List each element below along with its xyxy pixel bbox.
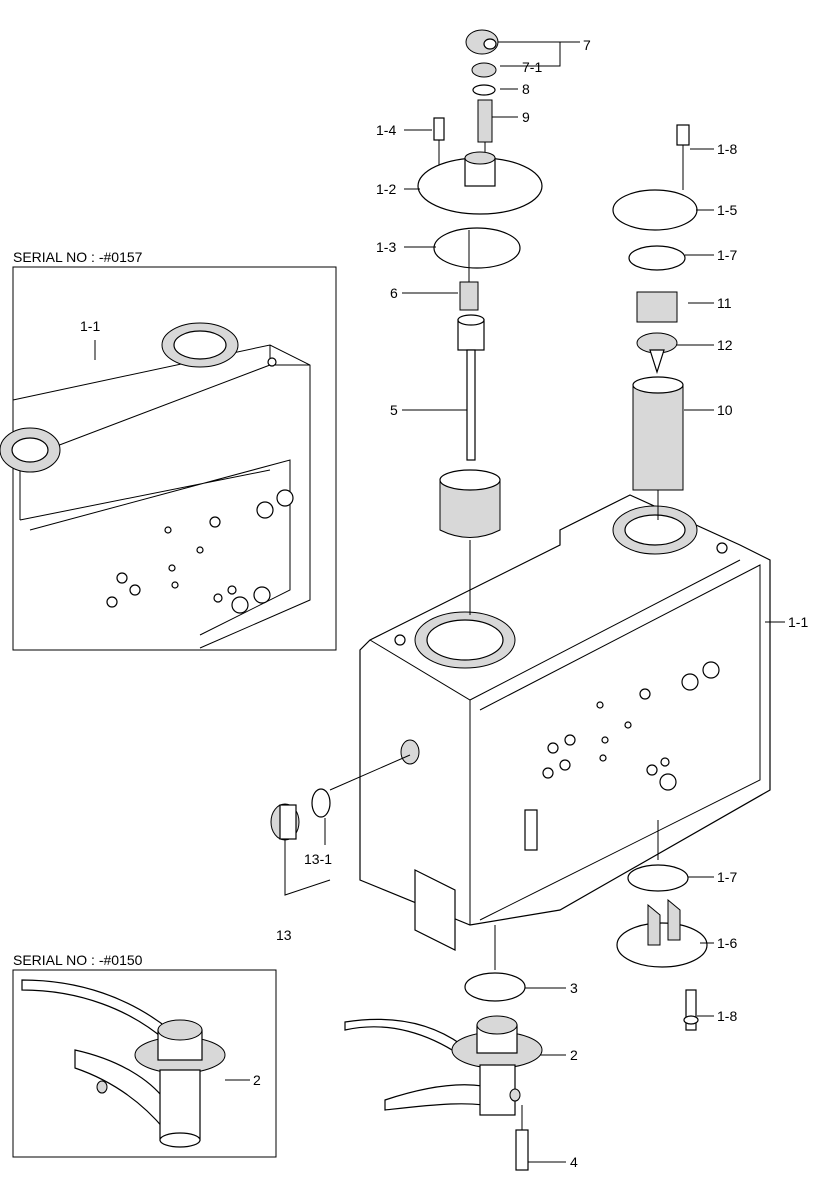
inset-serial-0150: SERIAL NO : -#0150 2 (12, 952, 277, 1158)
label-9: 9 (522, 109, 530, 125)
label-13: 13 (276, 927, 292, 943)
bottom-parts (270, 788, 543, 1171)
label-2: 2 (570, 1047, 578, 1063)
label-12: 12 (717, 337, 733, 353)
left-parts (417, 29, 543, 615)
label-5: 5 (390, 402, 398, 418)
label-1-8-bottom: 1-8 (717, 1008, 737, 1024)
inset-part-label: 2 (253, 1072, 261, 1088)
label-13-1: 13-1 (304, 851, 332, 867)
label-11: 11 (717, 295, 732, 311)
label-1-3: 1-3 (376, 239, 396, 255)
inset-title: SERIAL NO : -#0150 (13, 952, 143, 968)
label-1-7-bottom: 1-7 (717, 869, 737, 885)
label-1-1: 1-1 (788, 614, 808, 630)
right-parts (612, 124, 708, 1031)
label-1-7-top: 1-7 (717, 247, 737, 263)
hydraulic-tank (359, 494, 771, 951)
label-4: 4 (570, 1154, 578, 1170)
label-6: 6 (390, 285, 398, 301)
label-1-4: 1-4 (376, 122, 396, 138)
part-labels: 7 7-1 8 9 1-4 1-2 1-3 6 5 1-8 1-5 1-7 11… (276, 37, 808, 1170)
label-10: 10 (717, 402, 733, 418)
inset-serial-0157: SERIAL NO : -#0157 1-1 (0, 249, 337, 651)
label-1-5: 1-5 (717, 202, 737, 218)
label-3: 3 (570, 980, 578, 996)
label-1-6: 1-6 (717, 935, 737, 951)
label-1-8-top: 1-8 (717, 141, 737, 157)
inset-part-label: 1-1 (80, 318, 100, 334)
label-7-1: 7-1 (522, 59, 542, 75)
leader-lines (284, 41, 785, 1163)
inset-title: SERIAL NO : -#0157 (13, 249, 143, 265)
label-7: 7 (583, 37, 591, 53)
label-1-2: 1-2 (376, 181, 396, 197)
label-8: 8 (522, 81, 530, 97)
